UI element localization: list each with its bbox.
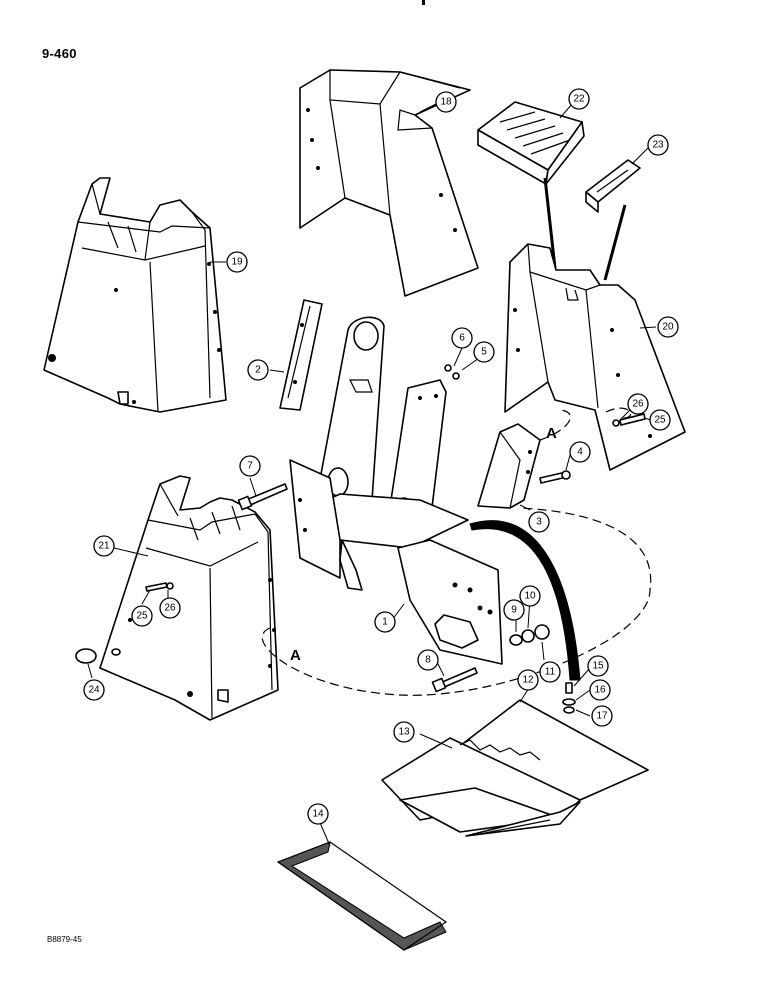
svg-text:24: 24 [88, 685, 100, 696]
strap-23 [603, 204, 627, 281]
svg-text:10: 10 [524, 591, 536, 602]
drive-rod [469, 520, 581, 681]
svg-text:15: 15 [592, 661, 604, 672]
svg-text:21: 21 [98, 541, 110, 552]
dashed-route-right [539, 407, 632, 441]
callout-6: 6 [451, 327, 473, 349]
figure-code: B8879-45 [47, 935, 82, 944]
callout-15: 15 [587, 655, 609, 677]
svg-text:13: 13 [398, 727, 410, 738]
callout-14: 14 [307, 803, 329, 825]
svg-text:17: 17 [596, 711, 608, 722]
bracket-2 [279, 299, 323, 411]
reference-letter-a-right: A [546, 425, 557, 442]
floor-plate-13 [381, 737, 581, 837]
pedal-pad-23 [585, 159, 641, 213]
floor-mat-14 [276, 841, 448, 951]
svg-text:18: 18 [440, 97, 452, 108]
svg-text:20: 20 [662, 322, 674, 333]
console-cover-18 [299, 69, 479, 297]
svg-text:22: 22 [573, 94, 585, 105]
svg-text:6: 6 [459, 333, 465, 344]
console-cover-19 [43, 177, 227, 413]
svg-text:19: 19 [231, 257, 243, 268]
callout-2: 2 [247, 359, 269, 381]
callout-24: 24 [83, 679, 105, 701]
callout-26-right: 26 [627, 393, 649, 415]
callout-9: 9 [503, 599, 525, 621]
callout-19: 19 [226, 251, 248, 273]
svg-text:9: 9 [511, 605, 517, 616]
callout-26-left: 26 [159, 597, 181, 619]
callout-18: 18 [435, 91, 457, 113]
callout-11: 11 [539, 661, 561, 683]
bracket-3 [477, 423, 541, 509]
svg-text:3: 3 [536, 517, 542, 528]
hardware [75, 364, 646, 714]
callout-20: 20 [657, 316, 679, 338]
dashed-route [261, 507, 652, 696]
callout-23: 23 [647, 134, 669, 156]
svg-text:26: 26 [632, 399, 644, 410]
svg-text:25: 25 [136, 611, 148, 622]
svg-text:11: 11 [545, 667, 556, 678]
svg-text:8: 8 [425, 655, 431, 666]
svg-text:4: 4 [577, 447, 583, 458]
svg-text:16: 16 [594, 685, 606, 696]
reference-letter-a-left: A [290, 647, 301, 664]
callout-8: 8 [417, 649, 439, 671]
callout-12: 12 [517, 669, 539, 691]
page-number: 9-460 [42, 46, 77, 61]
callout-4: 4 [569, 441, 591, 463]
console-cover-21 [99, 475, 279, 721]
svg-text:7: 7 [247, 461, 253, 472]
callout-25-right: 25 [649, 409, 671, 431]
svg-text:26: 26 [164, 603, 176, 614]
callout-17: 17 [591, 705, 613, 727]
svg-text:23: 23 [652, 140, 664, 151]
callout-1: 1 [374, 611, 396, 633]
top-edge-mark [422, 0, 425, 5]
strap-22 [543, 177, 557, 269]
pedal-support-1 [289, 316, 503, 665]
pedal-pad-22 [477, 101, 585, 185]
callout-21: 21 [93, 535, 115, 557]
svg-text:12: 12 [522, 675, 534, 686]
callout-16: 16 [589, 679, 611, 701]
svg-text:2: 2 [255, 365, 261, 376]
callout-7: 7 [239, 455, 261, 477]
callout-10: 10 [519, 585, 541, 607]
callout-13: 13 [393, 721, 415, 743]
svg-text:14: 14 [312, 809, 324, 820]
svg-text:1: 1 [382, 617, 388, 628]
callout-22: 22 [568, 88, 590, 110]
svg-text:25: 25 [654, 415, 666, 426]
callout-3: 3 [528, 511, 550, 533]
callout-25-left: 25 [131, 605, 153, 627]
callout-5: 5 [473, 341, 495, 363]
svg-text:5: 5 [481, 347, 487, 358]
